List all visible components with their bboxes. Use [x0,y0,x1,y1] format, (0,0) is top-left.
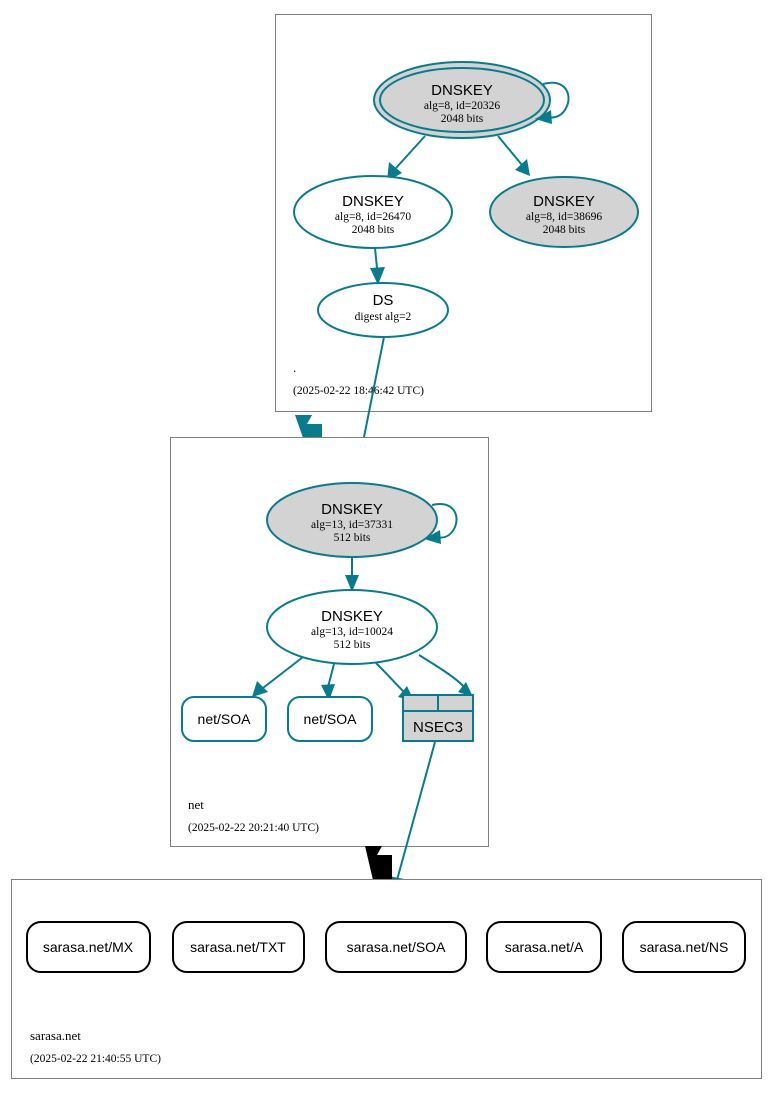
edge-net-zsk-to-soa-1 [252,656,304,697]
node-root-key-38696[interactable]: DNSKEY alg=8, id=38696 2048 bits [489,176,639,248]
node-rr-soa-label: sarasa.net/SOA [347,939,446,955]
node-net-zsk-shape [266,589,438,665]
node-net-zsk-size: 512 bits [334,639,371,651]
node-net-soa-2[interactable]: net/SOA [287,696,373,742]
node-rr-txt[interactable]: sarasa.net/TXT [172,921,305,973]
node-rr-soa[interactable]: sarasa.net/SOA [325,921,467,973]
node-root-key-38696-alg: alg=8, id=38696 [526,211,602,223]
node-rr-ns-shape [622,921,746,973]
zone-cluster-net: DNSKEY alg=13, id=37331 512 bits DNSKEY … [170,437,489,847]
node-rr-a-shape [486,921,602,973]
zone-label-sarasa-net: sarasa.net [30,1028,81,1043]
node-net-zsk-alg: alg=13, id=10024 [311,626,393,638]
node-net-soa-2-label: net/SOA [304,711,358,727]
node-net-zsk[interactable]: DNSKEY alg=13, id=10024 512 bits [266,589,438,665]
node-rr-mx[interactable]: sarasa.net/MX [26,921,151,973]
node-rr-a[interactable]: sarasa.net/A [486,921,602,973]
node-rr-soa-shape [325,921,467,973]
edge-net-zsk-to-soa-2 [321,663,335,701]
node-root-zsk[interactable]: DNSKEY alg=8, id=26470 2048 bits [293,175,453,249]
node-root-zsk-size: 2048 bits [352,224,395,236]
edge-net-ksk-to-zsk [345,557,359,592]
node-net-ksk-alg: alg=13, id=37331 [311,519,393,531]
node-net-soa-1-shape [181,696,267,742]
node-root-ksk-alg: alg=8, id=20326 [424,100,500,112]
node-net-ksk-size: 512 bits [334,532,371,544]
node-net-soa-2-shape [287,696,373,742]
node-net-soa-1[interactable]: net/SOA [181,696,267,742]
zone-cluster-sarasa-net-border [11,879,762,1079]
zone-timestamp-root: (2025-02-22 18:46:42 UTC) [293,385,424,397]
node-rr-txt-shape [172,921,305,973]
zone-label-root: . [293,360,296,375]
node-net-zsk-title: DNSKEY [321,608,383,625]
node-root-zsk-title: DNSKEY [342,193,404,210]
node-root-zsk-shape [293,175,453,249]
node-rr-ns[interactable]: sarasa.net/NS [622,921,746,973]
zone-label-net: net [188,797,204,812]
node-rr-mx-shape [26,921,151,973]
zone-cluster-root: DNSKEY alg=8, id=20326 2048 bits DNSKEY … [275,14,652,412]
node-rr-a-label: sarasa.net/A [505,939,584,955]
node-net-nsec3-label: NSEC3 [413,719,463,736]
edge-root-zsk-to-ds [370,247,385,285]
node-net-ksk-title: DNSKEY [321,501,383,518]
edge-net-ksk-self-sign [424,503,458,544]
edge-net-zsk-to-nsec3-b [418,654,473,697]
node-root-ds-title: DS [373,292,394,309]
zone-timestamp-net: (2025-02-22 20:21:40 UTC) [188,822,319,834]
zone-cluster-sarasa-net: sarasa.net/MX sarasa.net/TXT sarasa.net/… [11,879,762,1079]
node-net-ksk[interactable]: DNSKEY alg=13, id=37331 512 bits [266,482,438,558]
node-root-ksk[interactable]: DNSKEY alg=8, id=20326 2048 bits [373,61,551,139]
edge-root-ksk-self-sign [535,81,570,124]
node-root-key-38696-shape [489,176,639,248]
edge-root-ksk-to-key-38696 [497,135,530,176]
node-rr-mx-label: sarasa.net/MX [43,939,134,955]
node-root-ksk-title: DNSKEY [431,82,493,99]
node-root-ds-digest: digest alg=2 [355,311,412,323]
node-net-soa-1-label: net/SOA [198,711,252,727]
node-root-ds[interactable]: DS digest alg=2 [317,282,449,338]
node-net-nsec3[interactable]: NSEC3 [402,694,474,742]
node-root-key-38696-title: DNSKEY [533,193,595,210]
node-rr-txt-label: sarasa.net/TXT [190,939,286,955]
node-root-key-38696-size: 2048 bits [543,224,586,236]
zone-timestamp-sarasa-net: (2025-02-22 21:40:55 UTC) [30,1053,161,1065]
node-rr-ns-label: sarasa.net/NS [640,939,729,955]
node-root-ksk-size: 2048 bits [441,113,484,125]
node-root-ksk-inner [379,67,545,133]
node-root-zsk-alg: alg=8, id=26470 [335,211,411,223]
